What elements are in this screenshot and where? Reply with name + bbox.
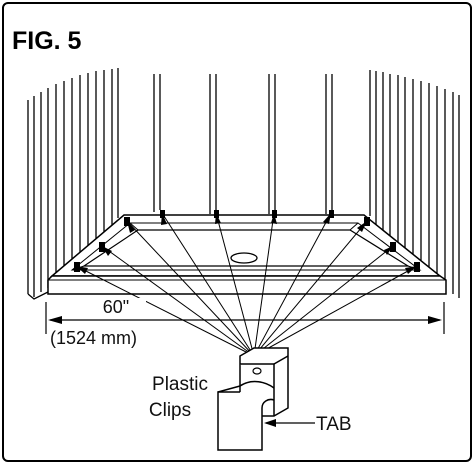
right-wall-panel <box>369 70 460 298</box>
dimension-millimeters: (1524 mm) <box>50 328 137 348</box>
left-wall-panel <box>27 68 119 300</box>
dimension-arrow-right <box>428 316 442 324</box>
drain <box>230 252 258 264</box>
dimension-line <box>45 302 445 334</box>
back-wall-panel <box>153 74 333 214</box>
plastic-clips-label-line2: Clips <box>149 400 191 421</box>
dimension-arrow-left <box>48 316 62 324</box>
leader-lines <box>75 212 418 357</box>
figure-title: FIG. 5 <box>12 27 82 55</box>
leader-arrowheads <box>76 213 417 274</box>
tab-label: TAB <box>316 414 352 435</box>
figure-frame: FIG. 5 <box>2 2 472 462</box>
shower-base-clip-diagram: FIG. 5 <box>12 27 460 451</box>
dimension-inches: 60" <box>103 297 129 317</box>
dimension-label-bg <box>86 298 146 316</box>
clip-hole <box>252 367 262 375</box>
plastic-clip <box>217 347 289 451</box>
tab-arrowhead <box>264 419 276 427</box>
plastic-clips-label-line1: Plastic <box>152 374 208 395</box>
shower-base <box>47 214 447 295</box>
